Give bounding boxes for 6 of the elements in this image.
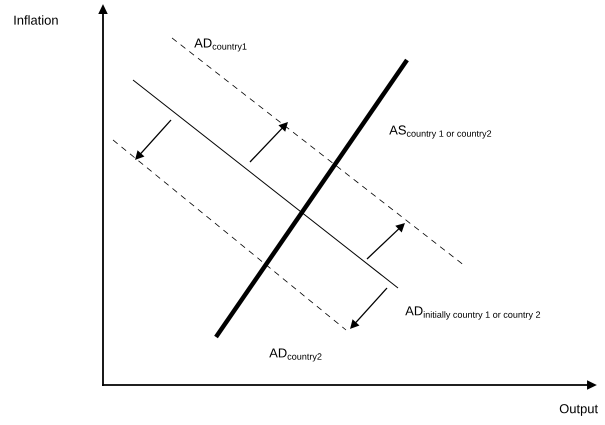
- curve-label: $\text{AD}_{\text{country2}}$: [269, 348, 322, 362]
- curve-label: $\text{AD}_{\text{initially country 1 or country 2}}$: [405, 306, 540, 320]
- curve-label: $\text{AD}_{\text{country1}}$: [194, 38, 246, 52]
- axis-title: Output: [560, 404, 598, 416]
- curve-label: $\text{AS}_{\text{country 1 or country2}}$: [389, 125, 492, 139]
- axis-title: Inflation: [14, 15, 58, 25]
